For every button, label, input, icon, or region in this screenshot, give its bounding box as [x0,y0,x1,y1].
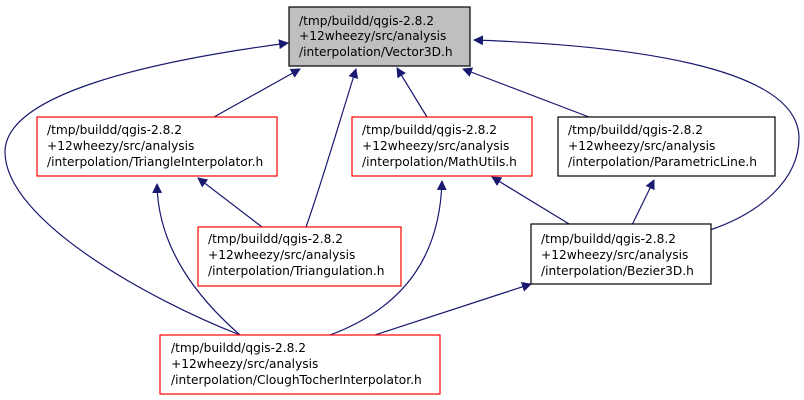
node-triangle-interpolator-line-1: /tmp/buildd/qgis-2.8.2 [47,123,182,137]
node-vector3d[interactable]: /tmp/buildd/qgis-2.8.2 +12wheezy/src/ana… [288,6,471,67]
node-vector3d-line-1: /tmp/buildd/qgis-2.8.2 [299,14,434,28]
node-clough-tocher-line-2: +12wheezy/src/analysis [171,357,318,371]
node-parametric-line-line-3: /interpolation/ParametricLine.h [568,155,757,169]
node-vector3d-line-3: /interpolation/Vector3D.h [299,45,453,59]
node-bezier3d[interactable]: /tmp/buildd/qgis-2.8.2 +12wheezy/src/ana… [530,223,712,285]
node-parametric-line-line-1: /tmp/buildd/qgis-2.8.2 [568,123,703,137]
node-triangulation-line-2: +12wheezy/src/analysis [208,248,355,262]
edge-mathutils-to-vector3d [396,67,428,118]
edge-triangulation-to-triangleinterpolator [197,177,263,228]
node-bezier3d-line-3: /interpolation/Bezier3D.h [541,264,694,278]
node-clough-tocher-interpolator[interactable]: /tmp/buildd/qgis-2.8.2 +12wheezy/src/ana… [159,334,441,395]
node-parametric-line[interactable]: /tmp/buildd/qgis-2.8.2 +12wheezy/src/ana… [557,116,776,177]
node-triangulation-line-1: /tmp/buildd/qgis-2.8.2 [208,232,343,246]
node-triangle-interpolator-line-2: +12wheezy/src/analysis [47,139,194,153]
node-math-utils-line-1: /tmp/buildd/qgis-2.8.2 [362,123,497,137]
edge-cloughtocher-to-vector3d [4,39,289,336]
node-clough-tocher-line-1: /tmp/buildd/qgis-2.8.2 [171,341,306,355]
edge-cloughtocher-to-bezier3d [374,282,532,336]
node-bezier3d-line-2: +12wheezy/src/analysis [541,248,688,262]
node-vector3d-line-2: +12wheezy/src/analysis [299,29,446,43]
node-triangle-interpolator-line-3: /interpolation/TriangleInterpolator.h [47,155,263,169]
node-triangulation[interactable]: /tmp/buildd/qgis-2.8.2 +12wheezy/src/ana… [197,226,402,287]
edge-cloughtocher-to-triangleinterpolator [152,183,241,336]
node-triangle-interpolator[interactable]: /tmp/buildd/qgis-2.8.2 +12wheezy/src/ana… [36,116,278,177]
node-math-utils[interactable]: /tmp/buildd/qgis-2.8.2 +12wheezy/src/ana… [351,116,533,177]
node-parametric-line-line-2: +12wheezy/src/analysis [568,139,715,153]
node-math-utils-line-3: /interpolation/MathUtils.h [362,155,517,169]
edge-bezier3d-to-parametricline [630,179,655,228]
node-triangulation-line-3: /interpolation/Triangulation.h [208,264,385,278]
edge-bezier3d-to-mathutils [491,176,575,228]
node-bezier3d-line-1: /tmp/buildd/qgis-2.8.2 [541,232,676,246]
edge-parametricline-to-vector3d [462,67,590,118]
edge-cloughtocher-to-mathutils [329,180,447,336]
edge-triangleinterpolator-to-vector3d [213,68,301,118]
edge-bezier3d-to-vector3d [473,35,800,231]
edges [4,35,800,336]
edge-triangulation-to-vector3d [305,68,359,228]
node-clough-tocher-line-3: /interpolation/CloughTocherInterpolator.… [171,373,422,387]
node-math-utils-line-2: +12wheezy/src/analysis [362,139,509,153]
